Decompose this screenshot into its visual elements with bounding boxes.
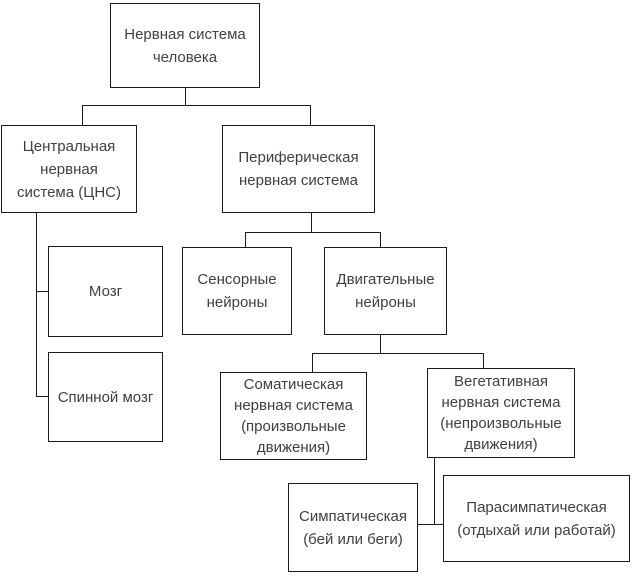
connector-mid-bus xyxy=(245,232,381,233)
connector-autonomic-stem xyxy=(434,458,435,525)
node-spinal-cord: Спинной мозг xyxy=(48,352,163,442)
connector-autonomic-drop xyxy=(483,353,484,368)
node-sympathetic: Симпатическая (бей или беги) xyxy=(288,483,418,572)
node-brain: Мозг xyxy=(48,246,163,337)
connector-lower-bus xyxy=(312,353,484,354)
node-parasympathetic: Парасимпатическая (отдыхай или работай) xyxy=(443,475,630,562)
node-nervous-system: Нервная система человека xyxy=(110,3,260,88)
node-central-nervous-system: Центральная нервная система (ЦНС) xyxy=(1,125,137,213)
node-somatic-nervous-system: Соматическая нервная система (произвольн… xyxy=(220,372,367,460)
node-autonomic-nervous-system: Вегетативная нервная система (непроизвол… xyxy=(427,368,575,458)
connector-motor-drop xyxy=(380,232,381,247)
connector-sym-para-link xyxy=(418,524,444,525)
connector-cns-drop xyxy=(82,105,83,125)
connector-somatic-drop xyxy=(312,353,313,372)
connector-spinal-stub xyxy=(36,396,48,397)
connector-brain-stub xyxy=(36,291,48,292)
connector-cns-trunk xyxy=(36,213,37,397)
node-sensory-neurons: Сенсорные нейроны xyxy=(182,247,292,335)
connector-top-bus xyxy=(82,105,311,106)
connector-pns-stem xyxy=(311,213,312,232)
connector-motor-stem xyxy=(380,335,381,353)
node-motor-neurons: Двигательные нейроны xyxy=(324,247,447,335)
node-peripheral-nervous-system: Периферическая нервная система xyxy=(222,125,375,213)
connector-sensory-drop xyxy=(245,232,246,247)
connector-root-stem xyxy=(185,88,186,105)
connector-pns-drop xyxy=(310,105,311,125)
